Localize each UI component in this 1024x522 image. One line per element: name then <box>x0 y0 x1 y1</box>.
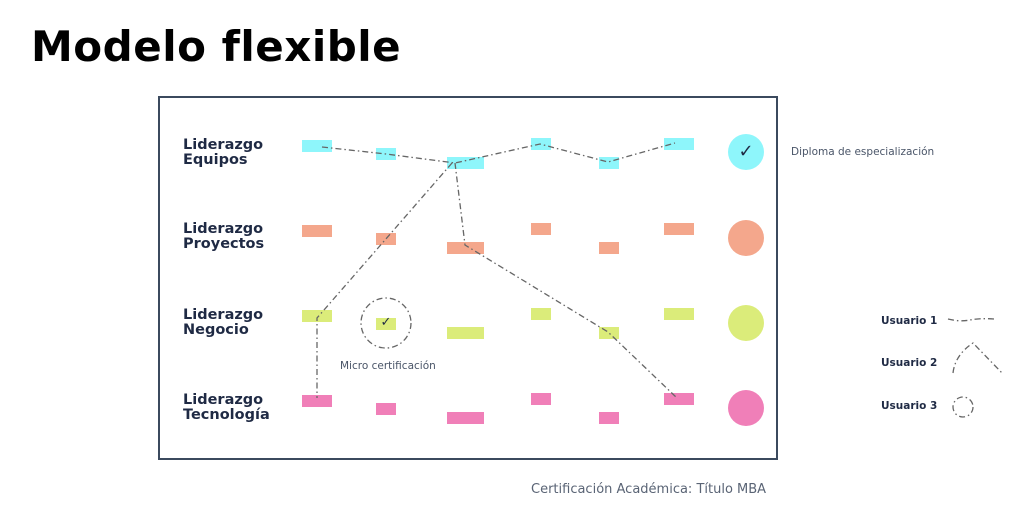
module-negocio-3[interactable] <box>447 327 484 339</box>
row-label-line1: Liderazgo <box>183 307 264 323</box>
module-negocio-1[interactable] <box>302 310 332 322</box>
row-label-line1: Liderazgo <box>183 221 264 237</box>
module-equipos-1[interactable] <box>302 140 332 152</box>
diploma-circle-negocio[interactable] <box>728 305 764 341</box>
row-label-line1: Liderazgo <box>183 137 264 153</box>
diploma-circle-tecnologia[interactable] <box>728 390 764 426</box>
dash-dot-wave-icon <box>947 318 995 322</box>
diploma-annotation: Diploma de especialización <box>791 146 935 158</box>
module-equipos-2[interactable] <box>376 148 396 160</box>
check-icon: ✓ <box>738 141 754 162</box>
dash-dot-branch-icon <box>952 342 1004 375</box>
diploma-circle-proyectos[interactable] <box>728 220 764 256</box>
row-label-proyectos: Liderazgo Proyectos <box>183 222 264 252</box>
module-tecnologia-6[interactable] <box>664 393 694 405</box>
module-tecnologia-1[interactable] <box>302 395 332 407</box>
module-equipos-5[interactable] <box>599 157 619 169</box>
row-label-line2: Equipos <box>183 152 248 168</box>
module-equipos-4[interactable] <box>531 138 551 150</box>
module-tecnologia-2[interactable] <box>376 403 396 415</box>
module-proyectos-4[interactable] <box>531 223 551 235</box>
row-label-tecnologia: Liderazgo Tecnología <box>183 393 270 423</box>
row-label-equipos: Liderazgo Equipos <box>183 138 263 168</box>
module-proyectos-2[interactable] <box>376 233 396 245</box>
legend-label-usuario-3: Usuario 3 <box>881 400 938 412</box>
check-icon: ✓ <box>380 315 392 330</box>
module-proyectos-3[interactable] <box>447 242 484 254</box>
module-proyectos-6[interactable] <box>664 223 694 235</box>
legend-label-usuario-2: Usuario 2 <box>881 357 938 369</box>
row-label-line2: Tecnología <box>183 407 270 423</box>
module-negocio-5[interactable] <box>599 327 619 339</box>
module-negocio-4[interactable] <box>531 308 551 320</box>
row-label-line2: Negocio <box>183 322 249 338</box>
module-negocio-6[interactable] <box>664 308 694 320</box>
page-title: Modelo flexible <box>31 22 402 71</box>
micro-certification-check: ✓ <box>376 316 396 329</box>
footer-caption: Certificación Académica: Título MBA <box>531 482 767 497</box>
module-equipos-3[interactable] <box>447 157 484 169</box>
module-equipos-6[interactable] <box>664 138 694 150</box>
module-tecnologia-4[interactable] <box>531 393 551 405</box>
row-label-line1: Liderazgo <box>183 392 264 408</box>
module-proyectos-5[interactable] <box>599 242 619 254</box>
diagram-frame <box>158 96 778 460</box>
dash-dot-circle-icon <box>952 396 974 418</box>
micro-certification-annotation: Micro certificación <box>340 360 436 372</box>
row-label-negocio: Liderazgo Negocio <box>183 308 263 338</box>
module-proyectos-1[interactable] <box>302 225 332 237</box>
row-label-line2: Proyectos <box>183 236 265 252</box>
module-tecnologia-5[interactable] <box>599 412 619 424</box>
diploma-circle-equipos[interactable]: ✓ <box>728 134 764 170</box>
module-tecnologia-3[interactable] <box>447 412 484 424</box>
legend-label-usuario-1: Usuario 1 <box>881 315 938 327</box>
